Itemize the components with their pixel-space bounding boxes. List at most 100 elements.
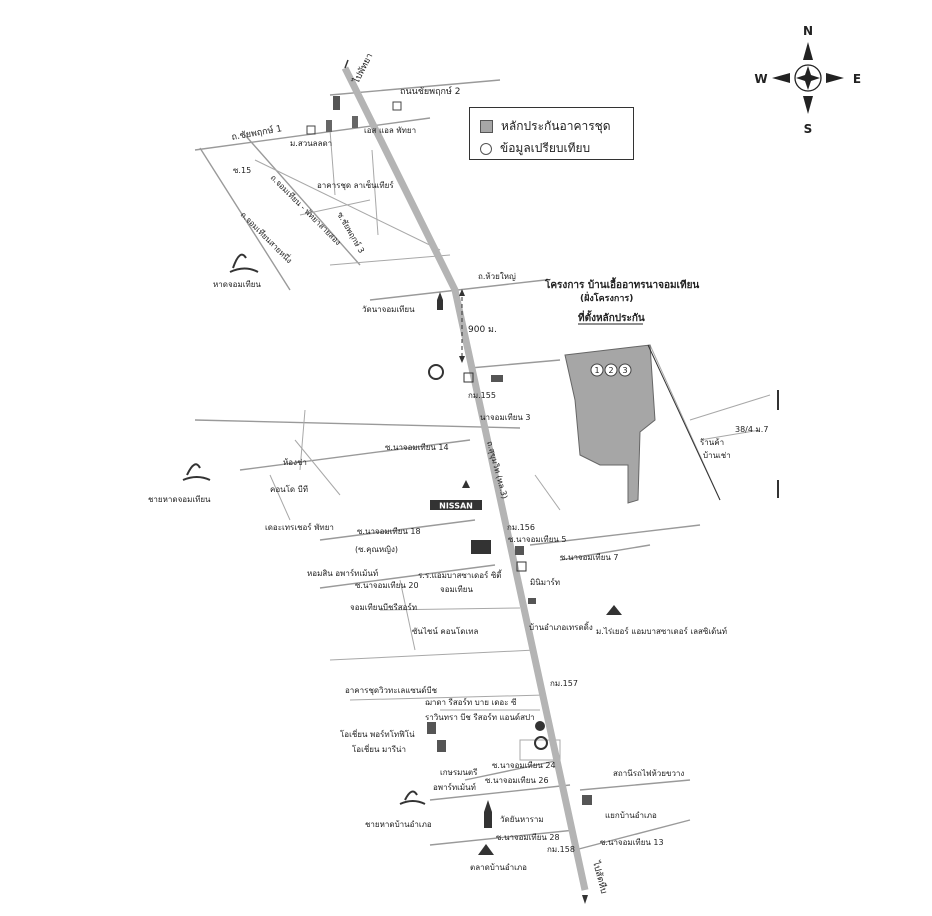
- label-sl-pattaya: เอส แอล พัทยา: [364, 126, 416, 135]
- highway-sukhumvit: [341, 59, 589, 904]
- label-naj24: ซ.นาจอมเทียน 24: [492, 761, 556, 770]
- building-icon-3: [352, 116, 358, 128]
- label-ban-amphoe-market: ตลาดบ้านอำเภอ: [470, 863, 527, 872]
- site-unit-2: [604, 363, 618, 377]
- road-naj28: [429, 829, 576, 846]
- road-east-station: [579, 779, 691, 791]
- compass-n-label: N: [803, 24, 813, 38]
- road-east-a: [534, 474, 561, 511]
- site-unit-3-label: 3: [622, 366, 627, 375]
- road-naj3: [194, 419, 521, 429]
- label-kaset-mon: เกษรมนตรี: [440, 768, 478, 777]
- distance-label: 900 ม.: [468, 325, 497, 335]
- label-jomtien-beach-resort: จอมเทียนบีชรีสอร์ท: [350, 602, 417, 612]
- label-ocean-portofino: โอเชี่ยน พอร์ทโทฟิโน่: [340, 728, 415, 739]
- highway-north-tip: [344, 59, 349, 69]
- mitsubishi-icon: [462, 480, 470, 488]
- label-yaek-ban-amphoe: แยกบ้านอำเภอ: [605, 811, 657, 820]
- road-west-b: [379, 607, 521, 611]
- road-east-c: [699, 429, 761, 441]
- label-wat-yansang: วัดยันหาราม: [500, 815, 544, 824]
- map-legend: หลักประกันอาคารชุด ข้อมูลเปรียบเทียบ: [469, 107, 634, 160]
- label-ambassador-school: ร.ร.แอมบาสซาเดอร์ ซิตี้: [418, 569, 503, 580]
- site-polygon: [564, 344, 656, 504]
- label-wat-najomtien: วัดนาจอมเทียน: [362, 305, 415, 314]
- shop-icon-2: [306, 125, 316, 135]
- label-elec-station: สถานีรถไฟห้วยขวาง: [613, 769, 684, 778]
- label-naj18: ซ.นาจอมเทียน 18: [357, 527, 421, 536]
- label-huai-yai: ถ.ห้วยใหญ่: [478, 272, 516, 281]
- bank-icon-2: [528, 598, 536, 604]
- distance-indicator: 900 ม.: [459, 289, 497, 363]
- site-area: 1 2 3: [564, 344, 721, 504]
- road-naj14: [239, 439, 471, 471]
- label-homsin: หอมสิน อพาร์ทเม้นท์: [307, 568, 378, 578]
- legend-collateral-swatch: [480, 120, 493, 133]
- label-naj5: ซ.นาจอมเทียน 5: [508, 535, 567, 544]
- label-ban-amphoe-trading: บ้านอำเภอเทรดดิ้ง: [529, 621, 593, 632]
- label-sunlada: ม.สวนลลดา: [290, 139, 332, 148]
- label-the-treasure: เดอะเทรเชอร์ พัทยา: [265, 522, 334, 532]
- temple-icon: [437, 292, 443, 310]
- road-naj24: [464, 759, 561, 781]
- label-hong-cha: ห้องช่า: [283, 458, 307, 467]
- highway-line: [341, 66, 589, 891]
- label-naj28: ซ.นาจอมเทียน 28: [496, 833, 560, 842]
- school-icon: [515, 546, 524, 555]
- highway-south-arrow: [582, 895, 588, 904]
- label-to-sattahip: ไปสัตหีบ: [590, 859, 610, 895]
- compass-south-arrow: [803, 96, 813, 114]
- market-roof-icon: [478, 844, 494, 855]
- ptt-icon: [534, 736, 548, 750]
- label-naj14: ซ.นาจอมเทียน 14: [385, 443, 449, 452]
- site-unit-3: [618, 363, 632, 377]
- road-inner-2: [329, 129, 336, 196]
- shop-icon: [392, 101, 402, 111]
- label-view-talay: อาคารชุดวิวทะเลแซนด์บีช: [345, 685, 438, 695]
- building-icon-2: [326, 120, 332, 132]
- compass-e-label: E: [853, 72, 861, 86]
- label-ocean-marina: โอเชี่ยน มารีน่า: [352, 743, 406, 754]
- beach-icon-2: [182, 463, 211, 481]
- label-ban-amphoe-beach: ชายหาดบ้านอำเภอ: [365, 820, 432, 829]
- label-project-subtitle: (ฝั่งโครงการ): [580, 291, 633, 304]
- road-naj18: [319, 519, 476, 541]
- road-naj20: [319, 564, 496, 589]
- road-naj7: [559, 544, 651, 561]
- site-unit-2-label: 2: [608, 366, 613, 375]
- label-jomtien-sai: ถ.จอมเทียนสายหนึ่ง: [239, 209, 296, 266]
- label-site: ที่ตั้งหลักประกัน: [578, 310, 645, 324]
- beach-icon-3: [399, 790, 426, 805]
- label-rawinpha-resort: ราวินทรา บีช รีสอร์ท แอนด์สปา: [425, 712, 535, 722]
- nissan-label: NISSAN: [439, 502, 473, 511]
- label-soi15: ซ.15: [233, 166, 251, 175]
- label-km157: กม.157: [550, 679, 578, 688]
- secondary-roads: [194, 79, 771, 851]
- label-condo-lesensia: อาคารชุด ลาเซ็นเทียร์: [317, 180, 394, 190]
- legend-collateral-label: หลักประกันอาคารชุด: [501, 119, 611, 133]
- legend-comparison-label: ข้อมูลเปรียบเทียบ: [500, 141, 591, 155]
- road-west-misc: [269, 409, 306, 521]
- label-condo-bt: คอนโด บีที: [270, 484, 308, 494]
- label-jomtien-beach-edge: ชายหาดจอมเทียน: [148, 495, 211, 504]
- compass-s-label: S: [804, 122, 813, 136]
- compass-west-arrow: [772, 73, 790, 83]
- road-honga: [294, 439, 341, 496]
- label-apartment: อพาร์ทเม้นท์: [433, 782, 476, 792]
- site-unit-1: [590, 363, 604, 377]
- label-shop: ร้านค้า: [700, 438, 724, 447]
- label-naj20: ซ.นาจอมเทียน 20: [355, 581, 419, 590]
- building-icon-4: [427, 722, 436, 734]
- gas-station-icon: [535, 721, 545, 731]
- beach-icon: [229, 253, 259, 273]
- label-chaiyapruek3: ซ.ชัยพฤกษ์ 3: [335, 210, 367, 255]
- shell-station-icon: [428, 364, 444, 380]
- site-rail-line: [647, 344, 721, 501]
- road-jomtien-sai: [199, 147, 291, 291]
- label-km155: กม.155: [468, 391, 496, 400]
- landmark-icons: NISSAN: [182, 96, 779, 855]
- label-moo-ban-ambassador: ม.ไร่เยอร์ แอมบาสซาเดอร์ เลสซิเด้นท์: [596, 626, 727, 636]
- road-east-b: [689, 394, 771, 421]
- label-naj3: นาจอมเทียน 3: [480, 413, 531, 422]
